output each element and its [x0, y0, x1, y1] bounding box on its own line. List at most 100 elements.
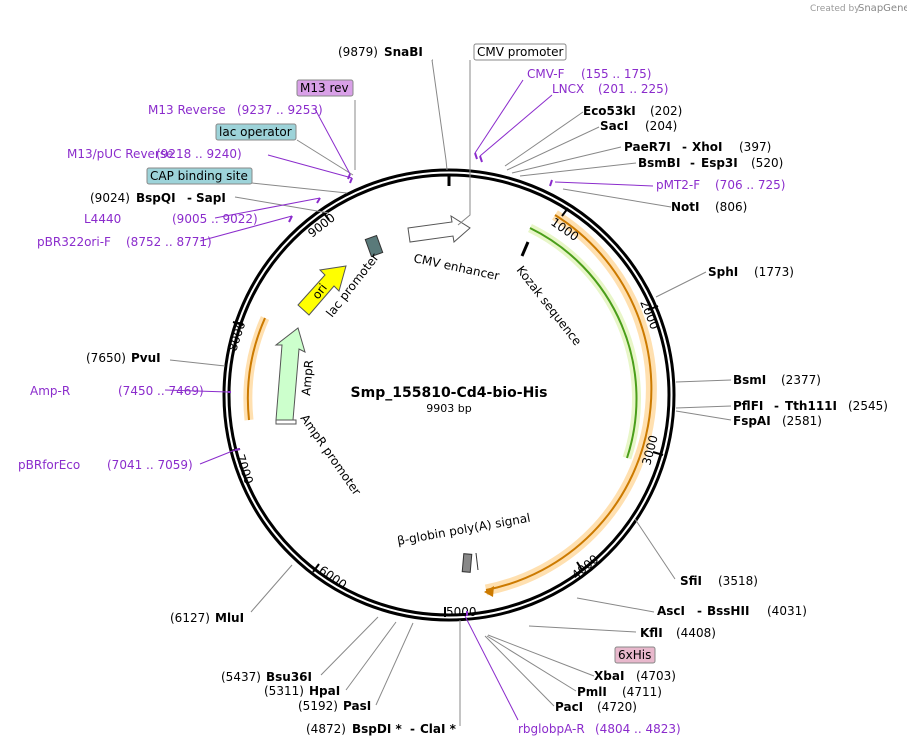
tick-5000: 5000 — [444, 605, 477, 619]
primer-rbglobpa-r: rbglobpA-R (4804 .. 4823) — [518, 722, 681, 736]
site-bspdi-clai: (4872) BspDI * - ClaI * — [306, 722, 457, 736]
svg-text:ClaI *: ClaI * — [420, 722, 457, 736]
svg-text:CMV-F: CMV-F — [527, 67, 565, 81]
primer-m13-puc-reverse: M13/pUC Reverse (9218 .. 9240) — [67, 147, 242, 161]
svg-text:(2377): (2377) — [781, 373, 821, 387]
svg-text:lac operator: lac operator — [219, 125, 292, 139]
svg-text:PvuI: PvuI — [131, 351, 161, 365]
svg-text:6xHis: 6xHis — [618, 648, 651, 662]
svg-text:BsmI: BsmI — [733, 373, 766, 387]
svg-text:XhoI: XhoI — [692, 140, 723, 154]
svg-text:(4872): (4872) — [306, 722, 346, 736]
svg-text:HpaI: HpaI — [309, 684, 340, 698]
site-kfli: KflI (4408) — [640, 626, 716, 640]
svg-text:Amp-R: Amp-R — [30, 384, 70, 398]
site-pasi: (5192) PasI — [298, 699, 371, 713]
globin-line — [475, 552, 479, 571]
svg-text:-: - — [187, 191, 192, 205]
site-snabi: (9879) SnaBI — [338, 45, 423, 59]
primer-leader-lines — [164, 79, 654, 721]
site-bsu36i: (5437) Bsu36I — [221, 670, 312, 684]
cmv-promoter-box: CMV promoter — [473, 43, 567, 61]
svg-text:SnaBI: SnaBI — [384, 45, 423, 59]
primer-amp-r: Amp-R (7450 .. 7469) — [30, 384, 204, 398]
site-saci: SacI (204) — [600, 119, 677, 133]
svg-text:-: - — [410, 722, 415, 736]
snapgene-logo-text: SnapGene — [858, 3, 907, 14]
feature-kozak: Kozak sequence — [514, 263, 585, 348]
svg-text:KflI: KflI — [640, 626, 663, 640]
globin-polyA-block — [461, 553, 473, 573]
cmv-enhancer-arrow — [407, 214, 471, 243]
svg-text:-: - — [697, 604, 702, 618]
site-eco53ki: Eco53kI (202) — [583, 104, 682, 118]
kozak-marker — [520, 241, 530, 257]
svg-text:(4408): (4408) — [676, 626, 716, 640]
svg-text:-: - — [774, 399, 779, 413]
svg-text:(7450 .. 7469): (7450 .. 7469) — [118, 384, 204, 398]
cap-site-box: CAP binding site — [146, 167, 253, 185]
svg-text:PacI: PacI — [555, 700, 583, 714]
feature-ampr-promoter: AmpR promoter — [298, 412, 364, 498]
primer-l4440: L4440 (9005 .. 9022) — [84, 212, 258, 226]
site-asci-bsshii: AscI - BssHII (4031) — [657, 604, 807, 618]
svg-text:L4440: L4440 — [84, 212, 121, 226]
svg-text:SacI: SacI — [600, 119, 628, 133]
svg-text:LNCX: LNCX — [552, 82, 584, 96]
svg-text:(5437): (5437) — [221, 670, 261, 684]
lac-operator-box: lac operator — [215, 123, 297, 141]
svg-text:BspQI: BspQI — [136, 191, 176, 205]
backbone-outer — [222, 168, 676, 622]
svg-text:(4711): (4711) — [622, 685, 662, 699]
site-bsmbi-esp3i: BsmBI - Esp3I (520) — [638, 156, 783, 170]
svg-text:(3518): (3518) — [718, 574, 758, 588]
svg-text:(4703): (4703) — [636, 669, 676, 683]
svg-text:(4804 .. 4823): (4804 .. 4823) — [595, 722, 681, 736]
site-bsmi: BsmI (2377) — [733, 373, 821, 387]
svg-text:PflFI: PflFI — [733, 399, 763, 413]
svg-text:rbglobpA-R: rbglobpA-R — [518, 722, 585, 736]
ampr-promoter-arrow — [275, 419, 297, 425]
site-fspai: FspAI (2581) — [733, 414, 822, 428]
site-pflfi-tth111i: PflFI - Tth111I (2545) — [733, 399, 888, 413]
svg-text:(397): (397) — [739, 140, 771, 154]
svg-text:(9218 .. 9240): (9218 .. 9240) — [156, 147, 242, 161]
svg-text:SphI: SphI — [708, 265, 738, 279]
svg-text:(706 .. 725): (706 .. 725) — [715, 178, 785, 192]
tick-7000: 7000 — [229, 448, 256, 486]
plasmid-size: 9903 bp — [426, 402, 471, 415]
feature-ampr: AmpR — [299, 359, 316, 396]
primer-lncx: LNCX (201 .. 225) — [552, 82, 668, 96]
svg-text:Esp3I: Esp3I — [701, 156, 738, 170]
credit-text: Created by — [810, 4, 860, 14]
svg-text:M13 rev: M13 rev — [300, 81, 349, 95]
svg-text:PasI: PasI — [343, 699, 371, 713]
ori-arrow — [297, 265, 347, 316]
svg-text:-: - — [682, 140, 687, 154]
svg-text:(520): (520) — [751, 156, 783, 170]
primer-markers — [228, 152, 553, 616]
svg-text:(201 .. 225): (201 .. 225) — [598, 82, 668, 96]
svg-text:-: - — [690, 156, 695, 170]
svg-text:(806): (806) — [715, 200, 747, 214]
svg-text:(9879): (9879) — [338, 45, 378, 59]
primer-pbr322ori-f: pBR322ori-F (8752 .. 8771) — [37, 235, 212, 249]
cds-highlight — [528, 223, 641, 460]
svg-text:(1773): (1773) — [754, 265, 794, 279]
svg-text:(7650): (7650) — [86, 351, 126, 365]
site-pvui: (7650) PvuI — [86, 351, 161, 365]
svg-text:(4720): (4720) — [597, 700, 637, 714]
primer-pmt2-f: pMT2-F (706 .. 725) — [656, 178, 785, 192]
svg-text:(7041 .. 7059): (7041 .. 7059) — [107, 458, 193, 472]
svg-text:(202): (202) — [650, 104, 682, 118]
svg-text:(155 .. 175): (155 .. 175) — [581, 67, 651, 81]
svg-text:PmlI: PmlI — [577, 685, 607, 699]
svg-text:pBRforEco: pBRforEco — [18, 458, 80, 472]
svg-text:M13/pUC Reverse: M13/pUC Reverse — [67, 147, 174, 161]
svg-text:Eco53kI: Eco53kI — [583, 104, 636, 118]
svg-text:CAP binding site: CAP binding site — [150, 169, 248, 183]
cds-arrow — [529, 227, 638, 459]
svg-text:(9237 .. 9253): (9237 .. 9253) — [237, 103, 323, 117]
site-sfii: SfiI (3518) — [680, 574, 758, 588]
